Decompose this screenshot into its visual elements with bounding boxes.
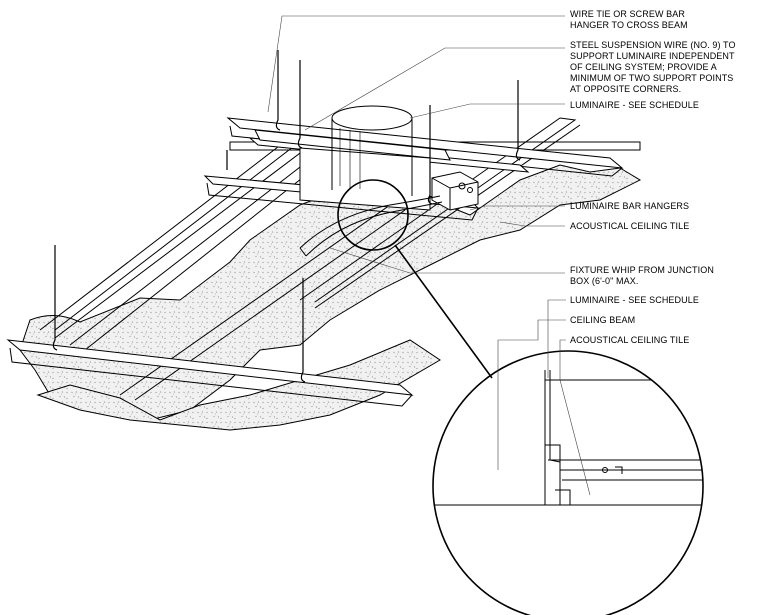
callout-luminaire-detail: LUMINAIRE - SEE SCHEDULE [570,295,699,305]
callout-ceiling-beam: CEILING BEAM [570,315,635,325]
callout-line: STEEL SUSPENSION WIRE (NO. 9) TO [570,40,736,50]
callout-line: HANGER TO CROSS BEAM [570,20,688,30]
callout-bar-hangers: LUMINAIRE BAR HANGERS [570,201,689,211]
callout-line: LUMINAIRE BAR HANGERS [570,201,689,211]
luminaire-assembly [203,105,480,257]
callout-line: FIXTURE WHIP FROM JUNCTION [570,265,714,275]
leader-lines [267,15,565,274]
callout-suspension-wire: STEEL SUSPENSION WIRE (NO. 9) TO SUPPORT… [570,40,738,94]
suspension-wires [52,50,521,383]
callout-line: BOX (6'-0" MAX. [570,276,638,286]
callout-line: WIRE TIE OR SCREW BAR [570,9,685,19]
callout-ceiling-tile-top: ACOUSTICAL CEILING TILE [570,221,689,231]
callouts: WIRE TIE OR SCREW BAR HANGER TO CROSS BE… [570,9,738,345]
callout-line: LUMINAIRE - SEE SCHEDULE [570,100,699,110]
callout-line: ACOUSTICAL CEILING TILE [570,335,689,345]
callout-ceiling-tile-detail: ACOUSTICAL CEILING TILE [570,335,689,345]
detail-magnifier [337,179,704,615]
callout-line: SUPPORT LUMINAIRE INDEPENDENT [570,51,735,61]
callout-luminaire-top: LUMINAIRE - SEE SCHEDULE [570,100,699,110]
callout-line: ACOUSTICAL CEILING TILE [570,221,689,231]
callout-wire-tie: WIRE TIE OR SCREW BAR HANGER TO CROSS BE… [570,9,688,30]
callout-line: OF CEILING SYSTEM; PROVIDE A [570,62,717,72]
callout-fixture-whip: FIXTURE WHIP FROM JUNCTION BOX (6'-0" MA… [570,265,717,286]
callout-line: CEILING BEAM [570,315,635,325]
callout-line: AT OPPOSITE CORNERS. [570,84,681,94]
callout-line: MINIMUM OF TWO SUPPORT POINTS [570,73,733,83]
callout-line: LUMINAIRE - SEE SCHEDULE [570,295,699,305]
